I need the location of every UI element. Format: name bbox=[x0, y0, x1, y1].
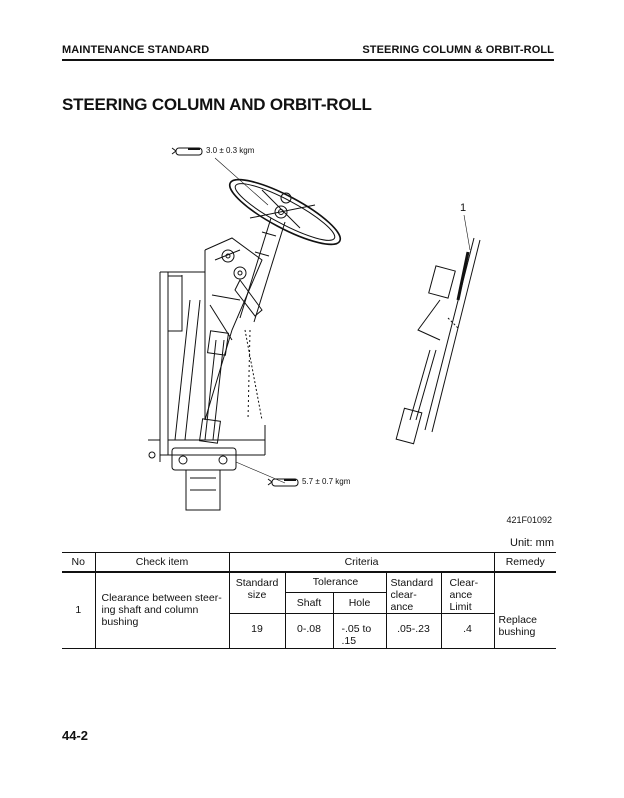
subheader-standard-size: Standard size bbox=[229, 571, 286, 613]
figure-reference-code: 421F01092 bbox=[506, 515, 552, 525]
subheader-hole: Hole bbox=[333, 592, 387, 613]
table-subheader-row-2: Shaft Hole bbox=[62, 592, 556, 613]
row-remedy: Replace bushing bbox=[494, 571, 556, 649]
row-shaft-tolerance: 0-.08 bbox=[285, 612, 334, 649]
row-clearance-limit: .4 bbox=[441, 612, 495, 649]
unit-label: Unit: mm bbox=[510, 537, 554, 549]
table-subheader-row-1: 1 Clearance between steer- ing shaft and… bbox=[62, 571, 556, 649]
row-hole-tolerance: -.05 to .15 bbox=[333, 612, 387, 649]
torque-wrench-icon-bottom bbox=[267, 478, 299, 487]
page-title: STEERING COLUMN AND ORBIT-ROLL bbox=[62, 95, 372, 114]
row-check-item: Clearance between steer- ing shaft and c… bbox=[95, 571, 230, 649]
header-chapter-title: STEERING COLUMN & ORBIT-ROLL bbox=[362, 44, 554, 56]
column-section-view bbox=[395, 214, 481, 445]
maintenance-standard-table: No Check item Criteria Remedy 1 Clearanc… bbox=[62, 552, 556, 649]
page-number: 44-2 bbox=[62, 728, 89, 743]
mounting-frame bbox=[148, 237, 266, 462]
torque-spec-bottom: 5.7 ± 0.7 kgm bbox=[302, 477, 351, 486]
part-callout-number: 1 bbox=[460, 202, 467, 214]
subheader-standard-clearance: Standard clear- ance bbox=[386, 571, 442, 613]
header-rule bbox=[62, 59, 554, 61]
subheader-shaft: Shaft bbox=[285, 592, 334, 613]
steering-wheel bbox=[228, 178, 342, 246]
orbit-roll-unit bbox=[171, 447, 237, 511]
steering-column-tube bbox=[239, 217, 286, 323]
steering-column-illustration bbox=[148, 147, 481, 511]
table-header-row: No Check item Criteria Remedy bbox=[62, 552, 556, 573]
row-standard-size: 19 bbox=[229, 612, 286, 649]
table-row: 19 0-.08 -.05 to .15 .05-.23 .4 bbox=[62, 612, 556, 649]
header-criteria: Criteria bbox=[229, 552, 495, 573]
subheader-clearance-limit: Clear- ance Limit bbox=[441, 571, 495, 613]
header-remedy: Remedy bbox=[494, 552, 556, 573]
row-no: 1 bbox=[62, 571, 96, 649]
header-no: No bbox=[62, 552, 96, 573]
row-standard-clearance: .05-.23 bbox=[386, 612, 442, 649]
torque-wrench-icon-top bbox=[171, 147, 203, 156]
header-section-title: MAINTENANCE STANDARD bbox=[62, 44, 210, 56]
lower-steering-shaft bbox=[198, 330, 230, 444]
torque-spec-top: 3.0 ± 0.3 kgm bbox=[206, 146, 255, 155]
header-check-item: Check item bbox=[95, 552, 230, 573]
subheader-tolerance: Tolerance bbox=[285, 571, 387, 593]
